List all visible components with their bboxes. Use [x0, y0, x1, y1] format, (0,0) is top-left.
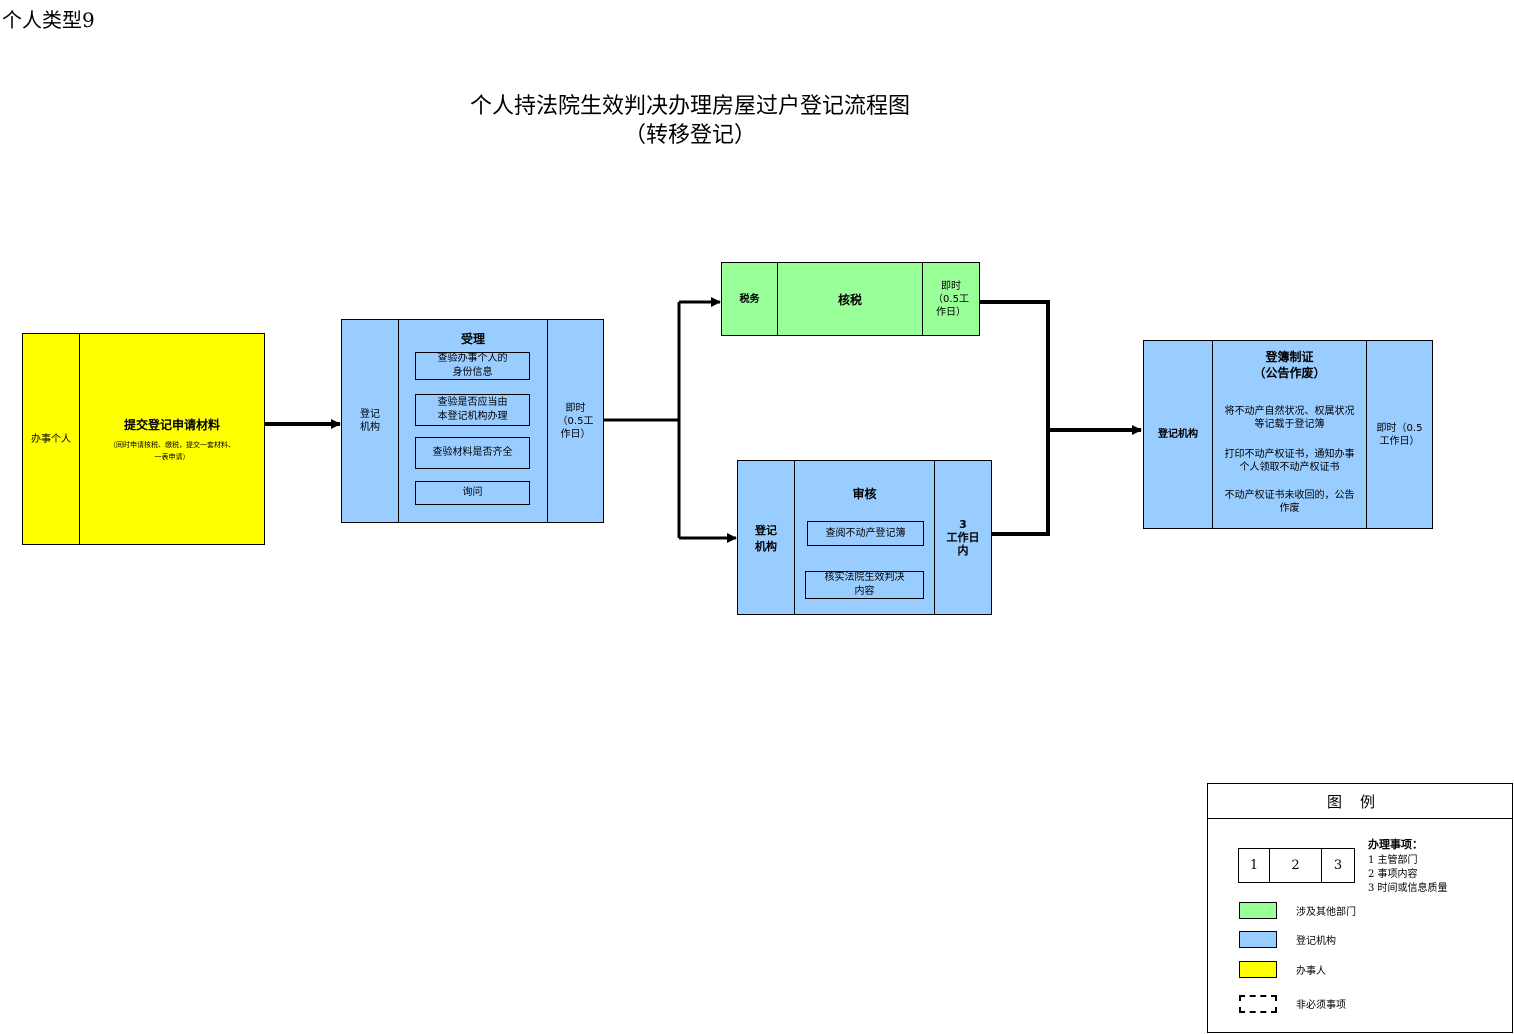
legend-cell-3: 3	[1333, 858, 1343, 873]
register-title: 登簿制证 （公告作废）	[1253, 350, 1326, 380]
legend: 图例 1 2 3 办理事项： 1 主管部门 2 事项内容 3 时间或信息质量 涉…	[1207, 783, 1513, 1033]
legend-dashed-label: 非必须事项	[1296, 1000, 1346, 1011]
tax-step: 税务 核税 即时 （0.5工 作日）	[721, 262, 980, 336]
legend-green-label: 涉及其他部门	[1296, 907, 1356, 918]
legend-blue-swatch	[1239, 931, 1277, 948]
register-item-3: 不动产权证书未收回的，公告 作废	[1224, 490, 1355, 514]
legend-item-heading: 办理事项：	[1368, 838, 1423, 851]
legend-yellow-swatch	[1239, 961, 1277, 978]
legend-item-line-2: 2 事项内容	[1368, 869, 1418, 880]
diagram-title: 个人持法院生效判决办理房屋过户登记流程图	[469, 94, 910, 119]
applicant-content: 提交登记申请材料 （同时申请核税、缴税，提交一套材料、一表申请）	[79, 334, 264, 544]
legend-title: 图例	[1208, 784, 1512, 819]
register-item-1: 将不动产自然状况、权属状况 等记载于登记簿	[1224, 406, 1355, 430]
register-item-2: 打印不动产权证书，通知办事 个人领取不动产权证书	[1224, 449, 1355, 473]
review-item-2: 核实法院生效判决 内容	[805, 571, 924, 599]
legend-item-line-1: 1 主管部门	[1368, 855, 1418, 866]
diagram-subtitle: （转移登记）	[623, 123, 756, 148]
legend-step-sample: 1 2 3	[1238, 848, 1355, 883]
review-title: 审核	[852, 487, 877, 501]
tax-title: 核税	[777, 263, 923, 335]
applicant-step: 办事个人 提交登记申请材料 （同时申请核税、缴税，提交一套材料、一表申请）	[22, 333, 265, 545]
applicant-dept: 办事个人	[31, 433, 71, 445]
legend-blue-label: 登记机构	[1296, 936, 1336, 947]
legend-dashed-swatch	[1239, 995, 1277, 1013]
applicant-note: （同时申请核税、缴税，提交一套材料、一表申请）	[109, 440, 235, 461]
accept-time: 即时 （0.5工 作日）	[557, 402, 594, 440]
legend-green-swatch	[1239, 902, 1277, 919]
register-content: 登簿制证 （公告作废） 将不动产自然状况、权属状况 等记载于登记簿 打印不动产权…	[1212, 341, 1367, 528]
accept-dept: 登记 机构	[360, 409, 380, 433]
accept-item-4: 询问	[415, 481, 530, 505]
accept-item-1: 查验办事个人的 身份信息	[415, 352, 530, 380]
register-step: 登记机构 登簿制证 （公告作废） 将不动产自然状况、权属状况 等记载于登记簿 打…	[1143, 340, 1433, 529]
tax-dept: 税务	[739, 293, 760, 305]
review-step: 登记 机构 审核 查阅不动产登记簿 核实法院生效判决 内容 3 工作日 内	[737, 460, 992, 615]
tax-time: 即时 （0.5工 作日）	[933, 280, 969, 318]
review-dept: 登记 机构	[755, 523, 777, 553]
connector-tax-merge	[980, 300, 1050, 536]
review-content: 审核 查阅不动产登记簿 核实法院生效判决 内容	[794, 461, 935, 614]
accept-item-3: 查验材料是否齐全	[415, 437, 530, 469]
legend-yellow-label: 办事人	[1296, 966, 1326, 977]
applicant-title: 提交登记申请材料	[123, 417, 220, 432]
legend-cell-1: 1	[1249, 858, 1259, 873]
accept-title: 受理	[460, 332, 485, 346]
page-label: 个人类型9	[2, 8, 95, 32]
review-item-1: 查阅不动产登记簿	[807, 521, 924, 546]
accept-step: 登记 机构 受理 查验办事个人的 身份信息 查验是否应当由 本登记机构办理 查验…	[341, 319, 604, 523]
review-time: 3 工作日 内	[946, 518, 980, 557]
legend-item-line-3: 3 时间或信息质量	[1368, 883, 1448, 894]
legend-cell-2: 2	[1269, 849, 1322, 882]
accept-item-2: 查验是否应当由 本登记机构办理	[415, 394, 530, 426]
register-dept: 登记机构	[1158, 429, 1198, 440]
accept-content: 受理 查验办事个人的 身份信息 查验是否应当由 本登记机构办理 查验材料是否齐全…	[398, 320, 548, 522]
register-time: 即时（0.5 工作日）	[1376, 422, 1423, 447]
